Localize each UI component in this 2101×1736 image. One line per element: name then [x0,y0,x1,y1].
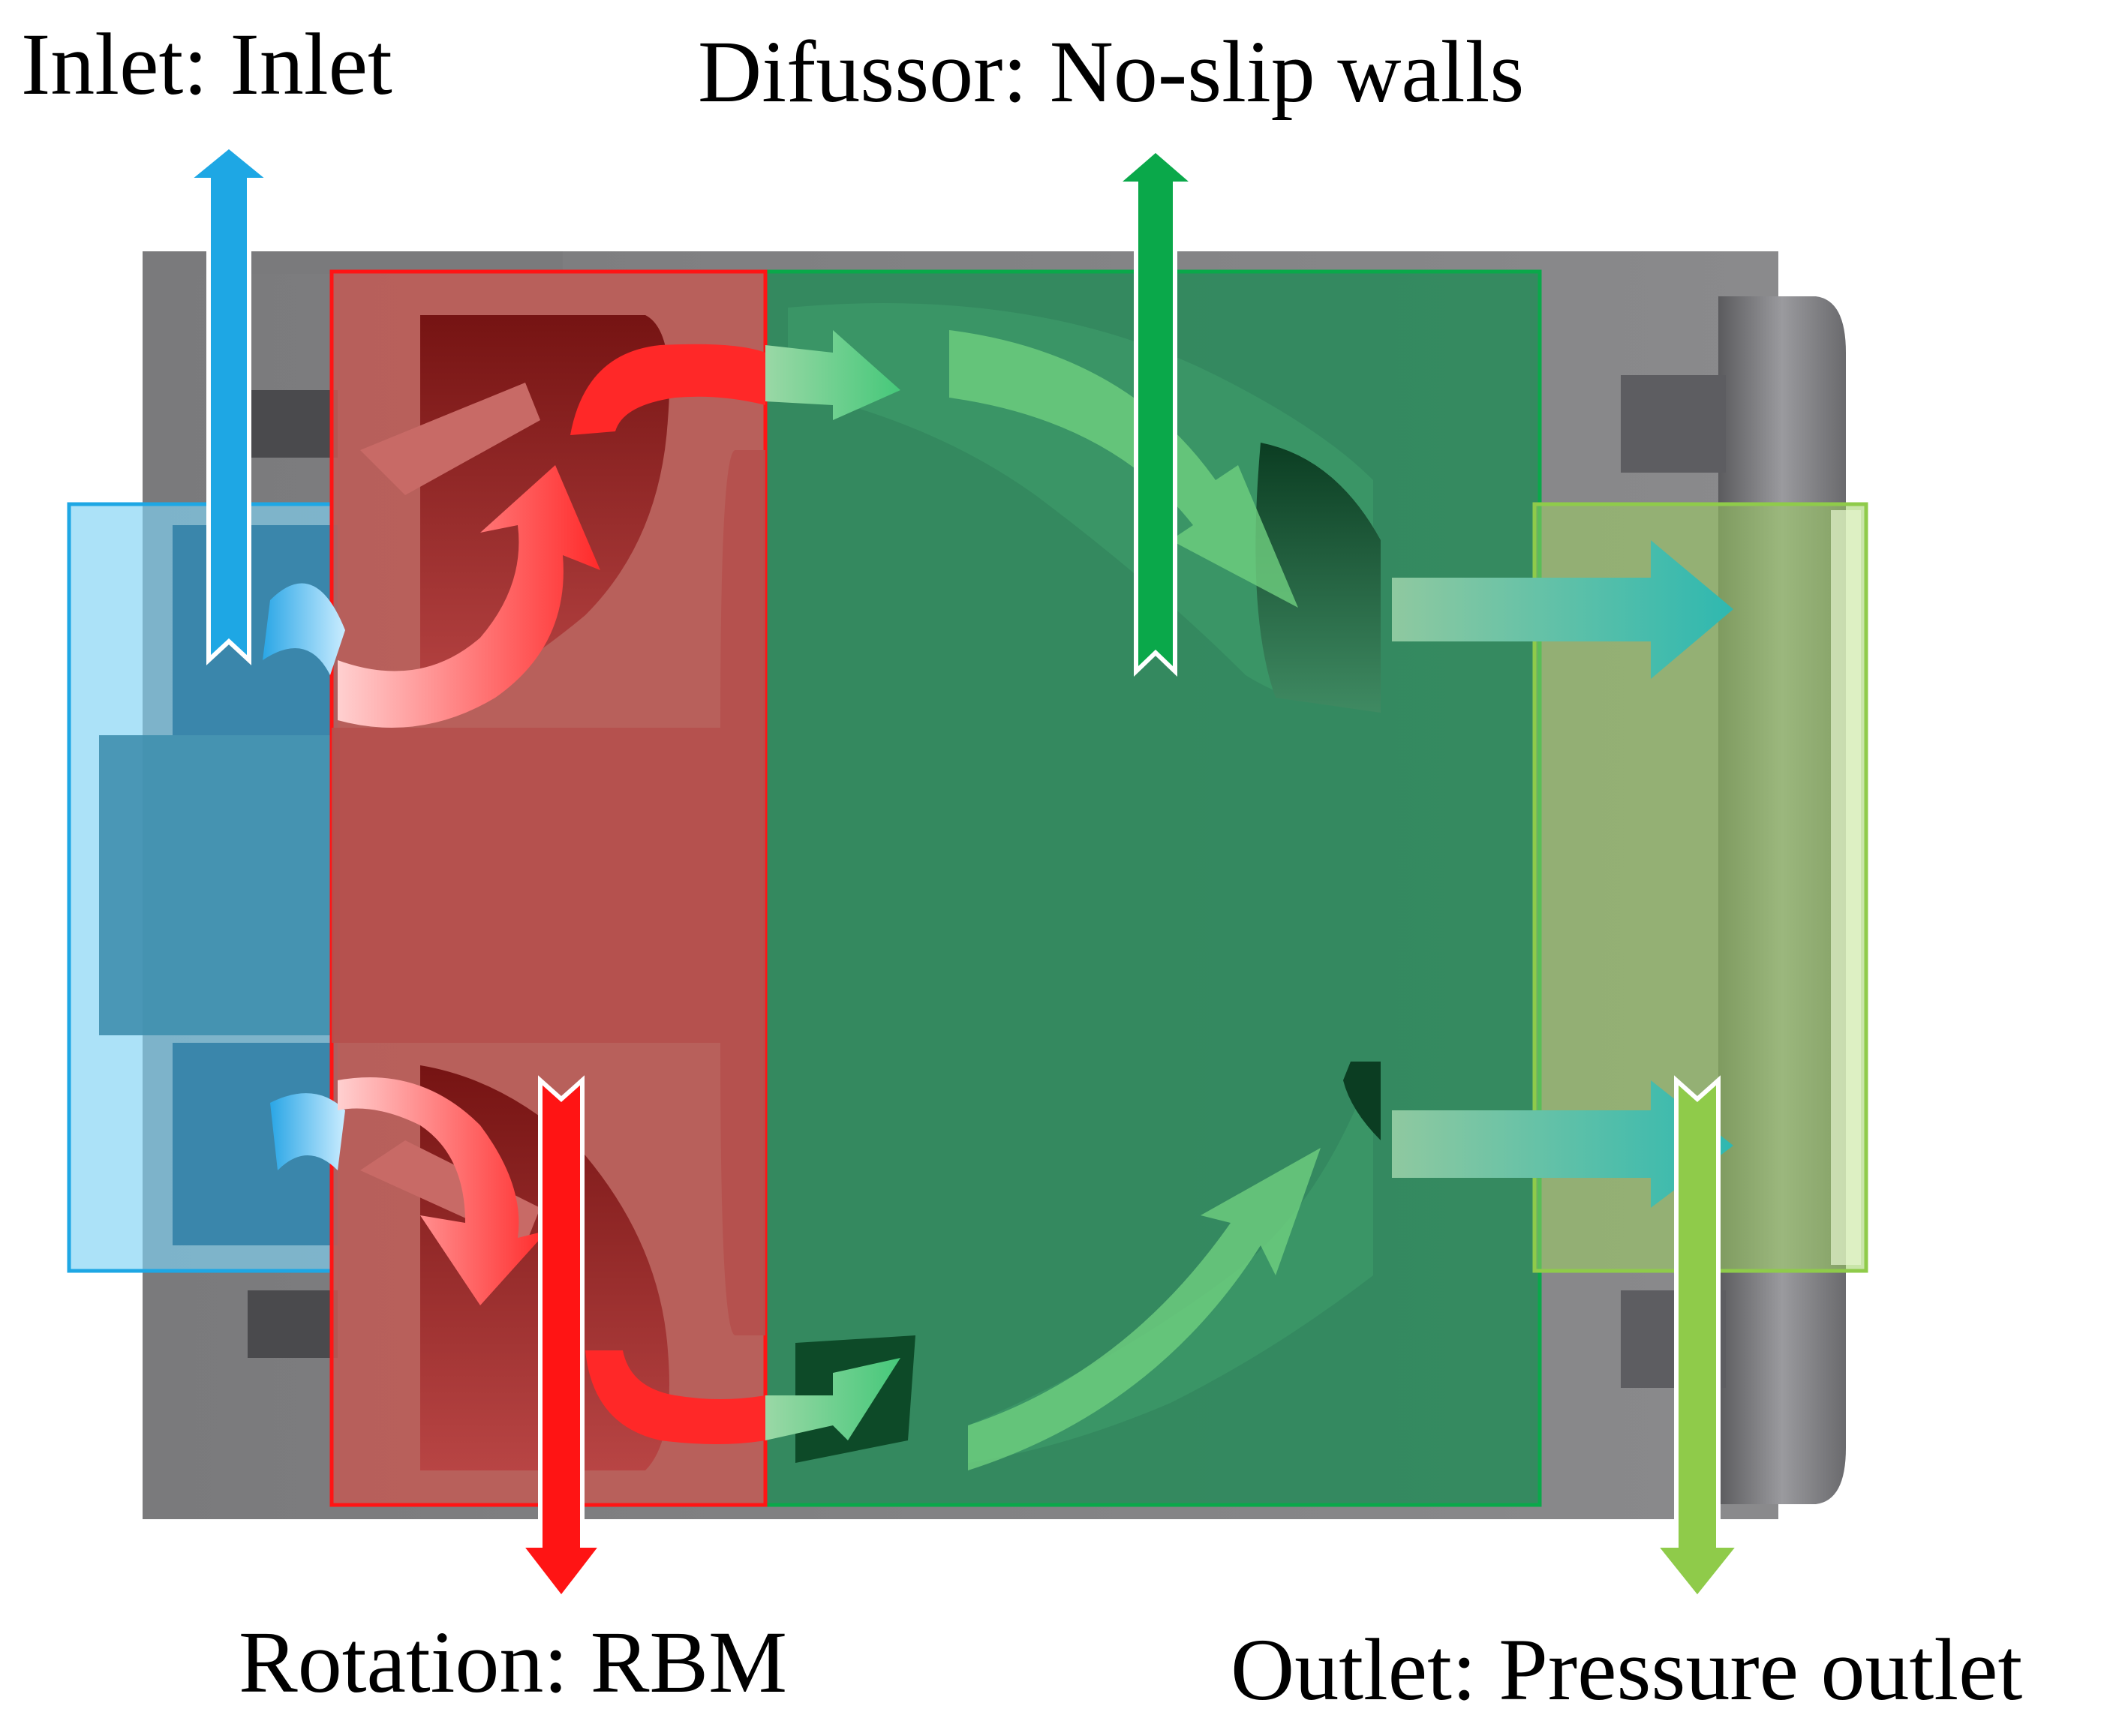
flow-arrow-diffusor-lower-1 [765,1358,900,1440]
impeller-hub [332,450,765,1335]
diffusor-label: Difussor: No-slip walls [698,23,1524,121]
diffusor-zone [763,269,1542,1507]
outlet-inner-strip [1831,510,1861,1265]
inlet-hub [99,735,339,1035]
flow-arrow-outlet-upper [1392,540,1733,679]
flow-arrow-inlet-lower [270,1093,345,1170]
outlet-label: Outlet: Pressure outlet [1231,1620,2022,1719]
flow-arrow-outlet-lower [1392,1080,1733,1208]
outlet-pointer-arrow [1650,1075,1745,1602]
flow-arrow-rotation-lower-1 [338,1077,548,1305]
flow-arrow-inlet-upper [263,583,345,675]
inlet-pointer-arrow [181,143,277,665]
impeller-blade-upper [360,383,540,495]
flow-arrows [263,330,1733,1470]
label-pointers [181,143,1745,1602]
flow-arrow-diffusor-upper-1 [765,330,900,420]
diffusor-vane-upper [788,303,1373,707]
diffusor-blade-lower [1343,1062,1381,1140]
diffusor-pointer-arrow [1110,147,1201,677]
rotation-label: Rotation: RBM [239,1613,787,1711]
shaft-stub-bottom [248,1290,338,1358]
flow-arrow-rotation-upper-2 [570,344,765,435]
diffusor-blade-upper [1255,443,1381,713]
flow-arrow-rotation-lower-2 [585,1350,765,1444]
cap-ring-top [1621,375,1726,473]
inlet-label: Inlet: Inlet [21,15,392,113]
shaft-stub-top [248,390,338,458]
rotation-pointer-arrow [515,1075,607,1602]
flow-arrow-diffusor-upper-2 [949,330,1298,608]
flow-arrow-diffusor-lower-2 [968,1148,1321,1470]
flow-arrow-rotation-upper-1 [338,465,600,728]
